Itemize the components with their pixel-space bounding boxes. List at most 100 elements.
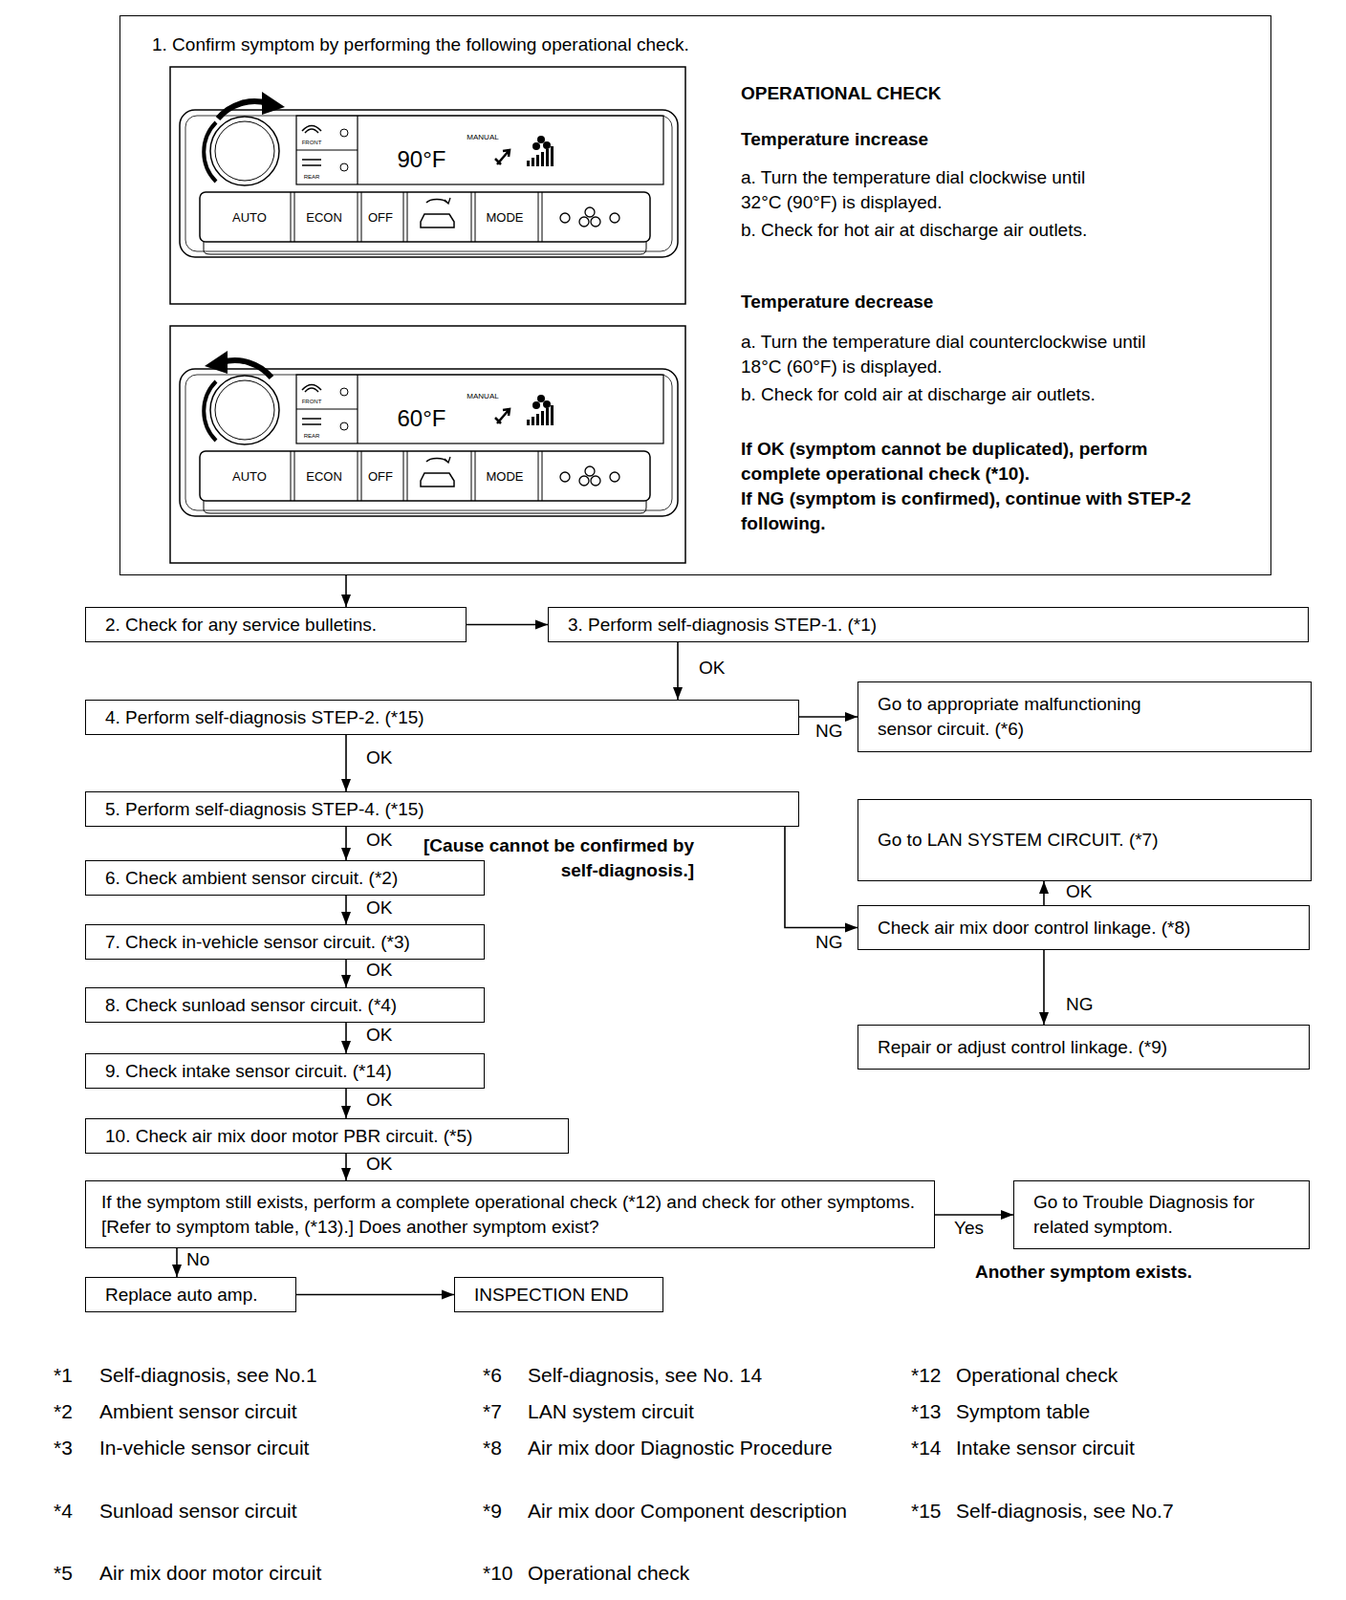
panel-label: AUTO [232, 469, 267, 485]
box-text: 8. Check sunload sensor circuit. (*4) [105, 993, 397, 1019]
flow-arrow [1039, 881, 1049, 906]
panel-label: OFF [368, 469, 393, 485]
edge-label: OK [364, 1153, 394, 1176]
control-panel [170, 66, 686, 304]
flow-arrow [341, 826, 351, 861]
footnote-text: Air mix door Component description [527, 1498, 847, 1523]
flow-arrow [1039, 950, 1049, 1025]
edge-label: OK [364, 897, 394, 920]
arrow-head [261, 91, 285, 115]
box-text: 2. Check for any service bulletins. [105, 612, 377, 638]
box-text: Go to appropriate malfunctioning sensor … [877, 692, 1194, 741]
edge-label: OK [364, 829, 394, 852]
process-box: 9. Check intake sensor circuit. (*14) [85, 1053, 485, 1089]
flow-arrow [341, 575, 351, 608]
box-text: Temperature decrease [740, 289, 1258, 315]
box-text: INSPECTION END [474, 1282, 630, 1308]
edge-label: OK [696, 657, 727, 680]
edge-label: Yes [952, 1217, 986, 1240]
flow-arrow [341, 895, 351, 925]
footnote-text: *14 [911, 1435, 942, 1460]
footnote-text: *6 [482, 1363, 502, 1388]
footnote-text: *3 [53, 1435, 73, 1460]
box-text: b. Check for cold air at discharge air o… [740, 382, 1258, 408]
box-text: b. Check for hot air at discharge air ou… [740, 217, 1258, 243]
clockwise-arrow [217, 101, 268, 119]
box-text: 1. Confirm symptom by performing the fol… [151, 32, 1252, 58]
footnote-text: Operational check [955, 1363, 1118, 1388]
footnote-text: Air mix door motor circuit [99, 1561, 322, 1585]
panel-label: ECON [305, 210, 343, 226]
panel-label: FRONT [302, 139, 323, 147]
flow-arrow [341, 959, 351, 988]
box-text: OPERATIONAL CHECK [740, 81, 1258, 107]
panel-label: MODE [486, 210, 524, 226]
flow-arrow [341, 735, 351, 792]
process-box: If the symptom still exists, perform a c… [85, 1180, 935, 1249]
edge-label: NG [813, 932, 846, 955]
panel-label: AUTO [232, 210, 267, 226]
edge-label: OK [364, 1024, 394, 1047]
process-box: Go to LAN SYSTEM CIRCUIT. (*7) [857, 799, 1312, 882]
footnote-text: *2 [53, 1399, 73, 1424]
footnote-text: Symptom table [955, 1399, 1090, 1424]
panel-label: ECON [305, 469, 343, 485]
box-text: Replace auto amp. [105, 1282, 259, 1308]
footnote-text: *9 [482, 1498, 502, 1523]
process-box: Replace auto amp. [85, 1277, 297, 1313]
process-box: 6. Check ambient sensor circuit. (*2) [85, 860, 485, 896]
flow-arrow [673, 642, 683, 700]
box-text: 7. Check in-vehicle sensor circuit. (*3) [105, 930, 411, 956]
panel-label: MANUAL [466, 391, 499, 402]
footnote-text: Self-diagnosis, see No.1 [99, 1363, 318, 1388]
box-text: If NG (symptom is confirmed), continue w… [740, 486, 1269, 537]
footnote-text: Self-diagnosis, see No. 14 [527, 1363, 762, 1388]
box-text: 4. Perform self-diagnosis STEP-2. (*15) [105, 705, 425, 731]
flow-arrow [784, 826, 858, 934]
edge-label: NG [813, 720, 846, 743]
box-text: Go to LAN SYSTEM CIRCUIT. (*7) [877, 827, 1159, 853]
box-text: Go to Trouble Diagnosis for related symp… [1033, 1190, 1290, 1239]
box-text: Repair or adjust control linkage. (*9) [877, 1035, 1168, 1061]
flow-arrow [341, 1088, 351, 1119]
edge-label: No [184, 1249, 212, 1272]
process-box: 10. Check air mix door motor PBR circuit… [85, 1118, 569, 1154]
footnote-text: *8 [482, 1435, 502, 1460]
panel-label: FRONT [302, 398, 323, 406]
process-box: INSPECTION END [454, 1277, 664, 1313]
footnote-text: Self-diagnosis, see No.7 [955, 1498, 1174, 1523]
box-text: a. Turn the temperature dial countercloc… [740, 329, 1191, 380]
footnote-text: Operational check [527, 1561, 690, 1585]
panel-label: MODE [486, 469, 524, 485]
box-text: 3. Perform self-diagnosis STEP-1. (*1) [567, 612, 877, 638]
panel-label: OFF [368, 210, 393, 226]
footnote-text: *1 [53, 1363, 73, 1388]
process-box: 7. Check in-vehicle sensor circuit. (*3) [85, 924, 485, 960]
footnote-text: Ambient sensor circuit [99, 1399, 298, 1424]
panel-label: REAR [303, 173, 321, 181]
process-box: 8. Check sunload sensor circuit. (*4) [85, 987, 485, 1023]
edge-label: NG [1063, 994, 1096, 1017]
flow-arrow [172, 1248, 182, 1278]
panel-label: 60°F [397, 405, 447, 434]
edge-label: OK [364, 1089, 394, 1112]
note-text: [Cause cannot be confirmed by self-diagn… [409, 833, 695, 884]
box-text: 6. Check ambient sensor circuit. (*2) [105, 866, 398, 891]
panel-label: MANUAL [466, 132, 499, 143]
panel-label: REAR [303, 433, 321, 440]
process-box: 2. Check for any service bulletins. [85, 607, 467, 643]
footnote-text: Intake sensor circuit [955, 1435, 1135, 1460]
footnote-text: *15 [911, 1498, 942, 1523]
process-box: Check air mix door control linkage. (*8) [857, 905, 1310, 951]
footnote-text: Sunload sensor circuit [99, 1498, 298, 1523]
process-box: 4. Perform self-diagnosis STEP-2. (*15) [85, 699, 800, 736]
step-box: 1. Confirm symptom by performing the fol… [119, 15, 1272, 576]
process-box: 3. Perform self-diagnosis STEP-1. (*1) [547, 607, 1309, 643]
process-box: Go to appropriate malfunctioning sensor … [857, 681, 1312, 753]
box-text: 5. Perform self-diagnosis STEP-4. (*15) [105, 797, 425, 823]
box-text: If OK (symptom cannot be duplicated), pe… [740, 436, 1224, 487]
flow-arrow [296, 1290, 455, 1301]
process-box: Repair or adjust control linkage. (*9) [857, 1024, 1310, 1070]
box-text: a. Turn the temperature dial clockwise u… [740, 165, 1124, 216]
footnote-text: *5 [53, 1561, 73, 1585]
